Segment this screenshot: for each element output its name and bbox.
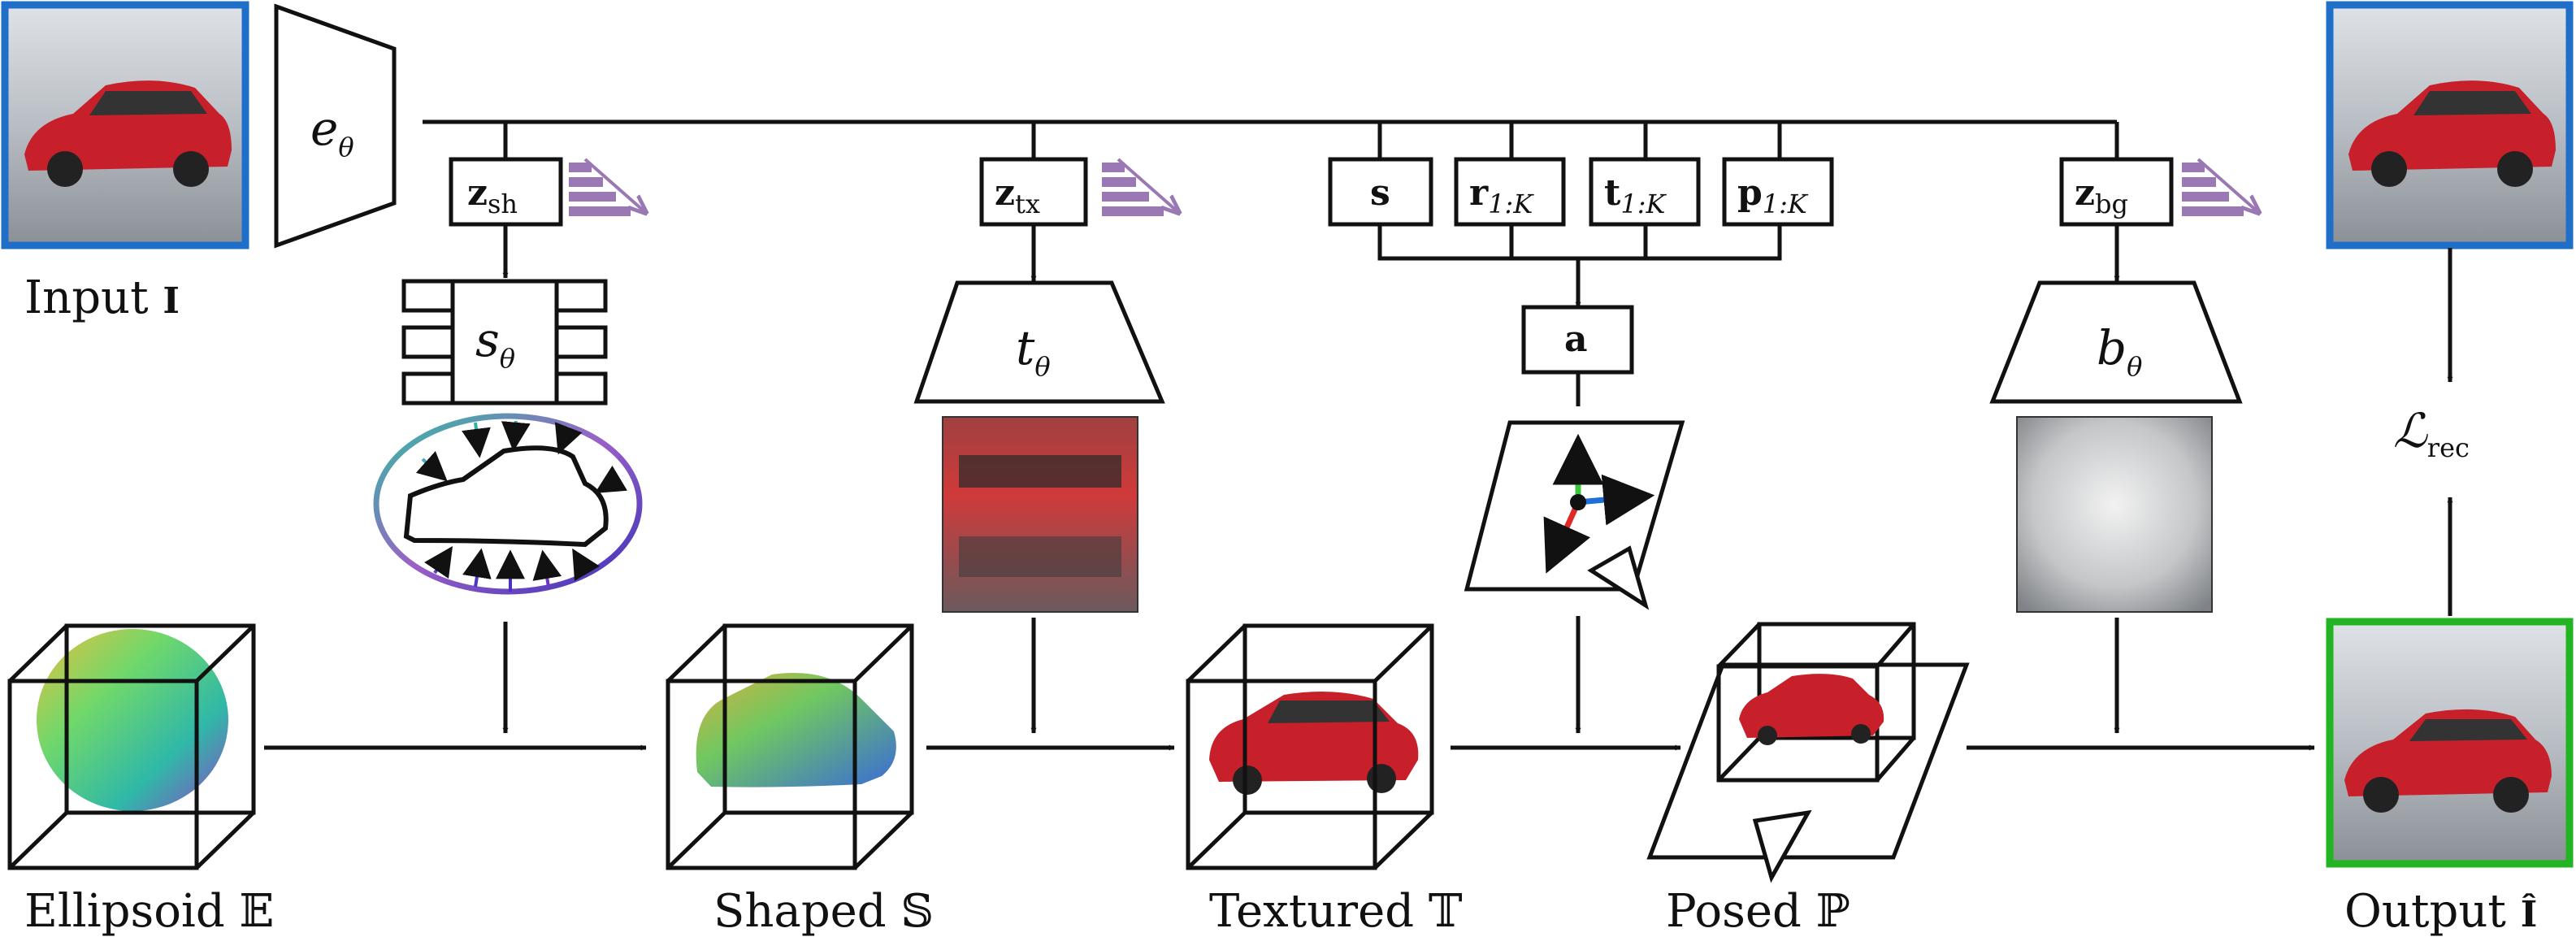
svg-text:s: s: [1370, 172, 1390, 214]
prior-icon-bg: [2182, 158, 2259, 216]
articulation-box: a: [1521, 305, 1634, 375]
svg-text:bθ: bθ: [2097, 320, 2142, 382]
texture-map: [942, 416, 1138, 613]
textured-cube: [1186, 623, 1434, 870]
prior-icon-sh: [569, 158, 646, 216]
background-image: [2016, 416, 2213, 613]
loss-label: ℒrec: [2393, 403, 2470, 463]
input-image: [1, 1, 249, 249]
input-label: Input I: [24, 271, 180, 324]
car-icon: [2344, 709, 2552, 813]
svg-text:zsh: zsh: [467, 172, 518, 219]
textured-label: Textured 𝕋: [1209, 885, 1463, 938]
svg-text:ztx: ztx: [995, 172, 1040, 219]
car-icon: [24, 80, 232, 187]
texture-net: tθ: [913, 280, 1165, 404]
shaped-cube: [666, 623, 914, 870]
latent-z-bg: zbg: [2059, 157, 2174, 227]
shaped-label: Shaped 𝕊: [713, 885, 934, 938]
latent-r: r1:K: [1454, 157, 1566, 227]
ellipsoid-label: Ellipsoid 𝔼: [24, 885, 274, 938]
target-image: [2326, 1, 2574, 249]
svg-text:tθ: tθ: [1016, 320, 1051, 382]
shape-net: sθ: [401, 279, 608, 406]
output-image: [2326, 618, 2574, 868]
latent-s: s: [1328, 157, 1433, 227]
output-label: Output Î: [2344, 885, 2537, 938]
latent-z-tx: ztx: [979, 157, 1088, 227]
background-net: bθ: [1989, 280, 2243, 404]
svg-text:zbg: zbg: [2075, 172, 2128, 219]
svg-text:r1:K: r1:K: [1469, 172, 1534, 219]
deformation-icon: [373, 413, 643, 595]
svg-text:a: a: [1564, 319, 1588, 360]
prior-icon-tx: [1102, 158, 1179, 216]
svg-text:p1:K: p1:K: [1737, 172, 1809, 219]
encoder-net: eθ: [274, 3, 397, 249]
latent-z-sh: zsh: [449, 157, 563, 227]
pose-icon: [1464, 420, 1685, 610]
svg-text:sθ: sθ: [475, 312, 515, 374]
latent-t: t1:K: [1589, 157, 1701, 227]
car-icon: [2348, 80, 2556, 187]
posed-scene: [1646, 622, 1970, 883]
svg-text:eθ: eθ: [310, 101, 354, 163]
latent-p: p1:K: [1722, 157, 1834, 227]
posed-label: Posed ℙ: [1666, 885, 1850, 938]
ellipsoid-cube: [7, 623, 256, 870]
svg-text:t1:K: t1:K: [1604, 172, 1667, 219]
